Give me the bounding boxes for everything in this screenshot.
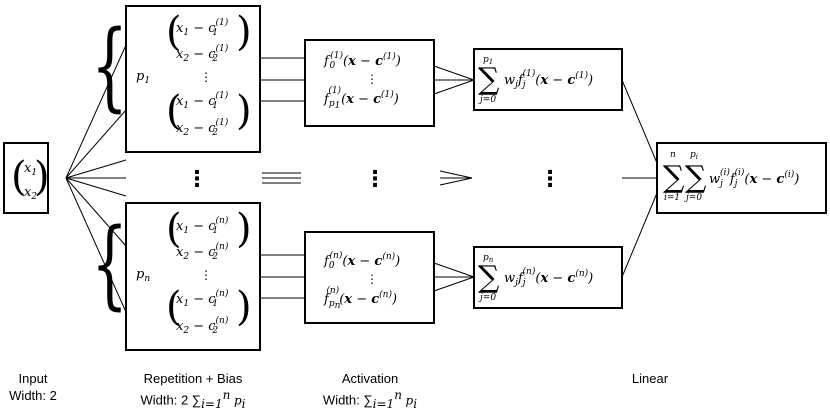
vdots: ⋮ bbox=[366, 72, 378, 86]
vdots: ⋮ bbox=[200, 268, 212, 282]
ellipsis-activation: ⋮ bbox=[364, 167, 386, 192]
sum-upper: n bbox=[394, 388, 402, 402]
row-x1-minus-c1-repeat: x1 − c(n)1 bbox=[176, 288, 229, 309]
pair1-right-paren: ) bbox=[236, 206, 252, 252]
caption-repetition: Repetition + Bias Width: 2 ∑i=1n pi bbox=[120, 370, 266, 414]
row-x1-minus-c1: x1 − c(1)1 bbox=[176, 17, 229, 38]
caption-activation-width-label: Width: bbox=[322, 392, 360, 408]
caption-input-width: Width: 2 bbox=[9, 388, 57, 403]
pair1-left-paren: ( bbox=[166, 206, 182, 252]
input-box bbox=[3, 142, 49, 214]
caption-activation-width: Width: ∑i=1n pi bbox=[322, 388, 418, 411]
linear-output: n ∑ i=1 pi ∑ j=0 wj(i)fj(i)(x − c(i)) bbox=[663, 150, 799, 203]
left-paren: ( bbox=[11, 154, 27, 200]
weighted-sum-top: p1 ∑ j=0 wjfj(1)(x − c(1)) bbox=[478, 55, 593, 105]
row-x2-minus-c2: x2 − c(1)2 bbox=[176, 43, 229, 64]
outer-sum-symbol: ∑ bbox=[663, 160, 685, 195]
linear-term: wj(i)fj(i)(x − c(i)) bbox=[709, 167, 799, 189]
vdots: ⋮ bbox=[200, 70, 212, 84]
vdots: ⋮ bbox=[366, 272, 378, 286]
sum-index: i=1 bbox=[201, 396, 223, 411]
pair2-right-paren: ) bbox=[236, 88, 252, 134]
inner-sum-upper-limit: pi bbox=[690, 150, 698, 161]
f0-term: f0(n)(x − c(n)) bbox=[323, 250, 400, 271]
sum-upper: n bbox=[222, 388, 231, 402]
fpn-term: fpn(n)(x − c(n)) bbox=[323, 285, 397, 311]
caption-repetition-title: Repetition + Bias bbox=[143, 371, 243, 386]
caption-input: Input Width: 2 bbox=[0, 370, 66, 404]
linear-box bbox=[656, 142, 827, 214]
input-fan-lines bbox=[65, 44, 127, 313]
sum-symbol: ∑ bbox=[478, 62, 500, 97]
inner-sum-lower-limit: j=0 bbox=[684, 193, 702, 203]
row-x2-minus-c2-repeat: x2 − c(1)2 bbox=[176, 117, 229, 138]
weighted-sum-box-bottom bbox=[473, 246, 623, 309]
sum-symbol: ∑ bbox=[478, 260, 500, 295]
caption-input-title: Input bbox=[18, 371, 48, 386]
caption-linear-title: Linear bbox=[631, 371, 669, 386]
row-x2-minus-c2-repeat: x2 − c(n)2 bbox=[176, 315, 229, 336]
activation-to-sum-lines bbox=[433, 65, 475, 292]
activation-box-top bbox=[304, 39, 435, 127]
ellipsis-sum: ⋮ bbox=[539, 167, 561, 192]
left-brace: { bbox=[91, 208, 128, 320]
caption-repetition-width-label: Width: 2 bbox=[140, 392, 189, 408]
weighted-term: wjfj(n)(x − c(n)) bbox=[504, 266, 593, 288]
outer-sum-lower-limit: i=1 bbox=[664, 193, 680, 203]
right-paren: ) bbox=[34, 154, 50, 200]
fp1-term: fp1(1)(x − c(1)) bbox=[323, 85, 399, 111]
weighted-sum-box-top bbox=[473, 48, 623, 111]
sum-lower-limit: j=0 bbox=[478, 95, 496, 105]
pair1-left-paren: ( bbox=[166, 9, 182, 55]
pair2-left-paren: ( bbox=[166, 284, 182, 330]
weighted-term: wjfj(1)(x − c(1)) bbox=[504, 68, 593, 90]
row-x1-minus-c1-repeat: x1 − c(1)1 bbox=[176, 90, 229, 111]
activation-block-top: f10(1)(x − c(1)) ⋮ fp1(1)(x − c(1)) bbox=[323, 50, 401, 111]
row-x1-minus-c1: x1 − c(n)1 bbox=[176, 215, 229, 236]
input-x2: x2 bbox=[24, 185, 37, 202]
pair2-right-paren: ) bbox=[236, 284, 252, 330]
weighted-sum-bottom: pn ∑ j=0 wjfj(n)(x − c(n)) bbox=[478, 253, 593, 303]
caption-activation-title: Activation bbox=[341, 371, 399, 386]
caption-activation: Activation Width: ∑i=1n pi bbox=[300, 370, 440, 414]
caption-linear: Linear bbox=[610, 370, 690, 387]
f0-term: f10(1)(x − c(1)) bbox=[323, 50, 401, 71]
repetition-block-top: p1 { ( ) x1 − c(1)1 x2 − c(1)2 ⋮ ( ) x1 … bbox=[91, 9, 251, 138]
p1-label: p1 bbox=[136, 69, 150, 86]
activation-block-bottom: f0(n)(x − c(n)) ⋮ fpn(n)(x − c(n)) bbox=[323, 250, 400, 311]
repetition-to-activation-lines bbox=[260, 57, 305, 299]
left-brace: { bbox=[91, 10, 128, 122]
activation-box-bottom bbox=[304, 231, 435, 324]
pair2-left-paren: ( bbox=[166, 88, 182, 134]
repetition-box-bottom bbox=[125, 202, 261, 351]
repetition-box-top bbox=[125, 5, 261, 153]
sum-upper-limit: pn bbox=[483, 253, 494, 264]
inner-sum-symbol: ∑ bbox=[685, 160, 707, 195]
row-x2-minus-c2: x2 − c(n)2 bbox=[176, 241, 229, 262]
outer-sum-upper-limit: n bbox=[670, 150, 676, 160]
sum-index: i=1 bbox=[372, 396, 395, 411]
ellipsis-repetition: ⋮ bbox=[186, 167, 208, 192]
pair1-right-paren: ) bbox=[236, 9, 252, 55]
sum-upper-limit: p1 bbox=[483, 55, 493, 66]
sum-to-linear-lines bbox=[621, 79, 658, 278]
input-vector: ( ) x1 x2 bbox=[11, 154, 50, 202]
sum-lower-limit: j=0 bbox=[478, 293, 496, 303]
pn-label: pn bbox=[136, 267, 150, 284]
input-x1: x1 bbox=[24, 161, 37, 178]
repetition-block-bottom: pn { ( ) x1 − c(n)1 x2 − c(n)2 ⋮ ( ) x1 … bbox=[91, 206, 251, 336]
caption-repetition-width: Width: 2 ∑i=1n pi bbox=[140, 388, 246, 411]
